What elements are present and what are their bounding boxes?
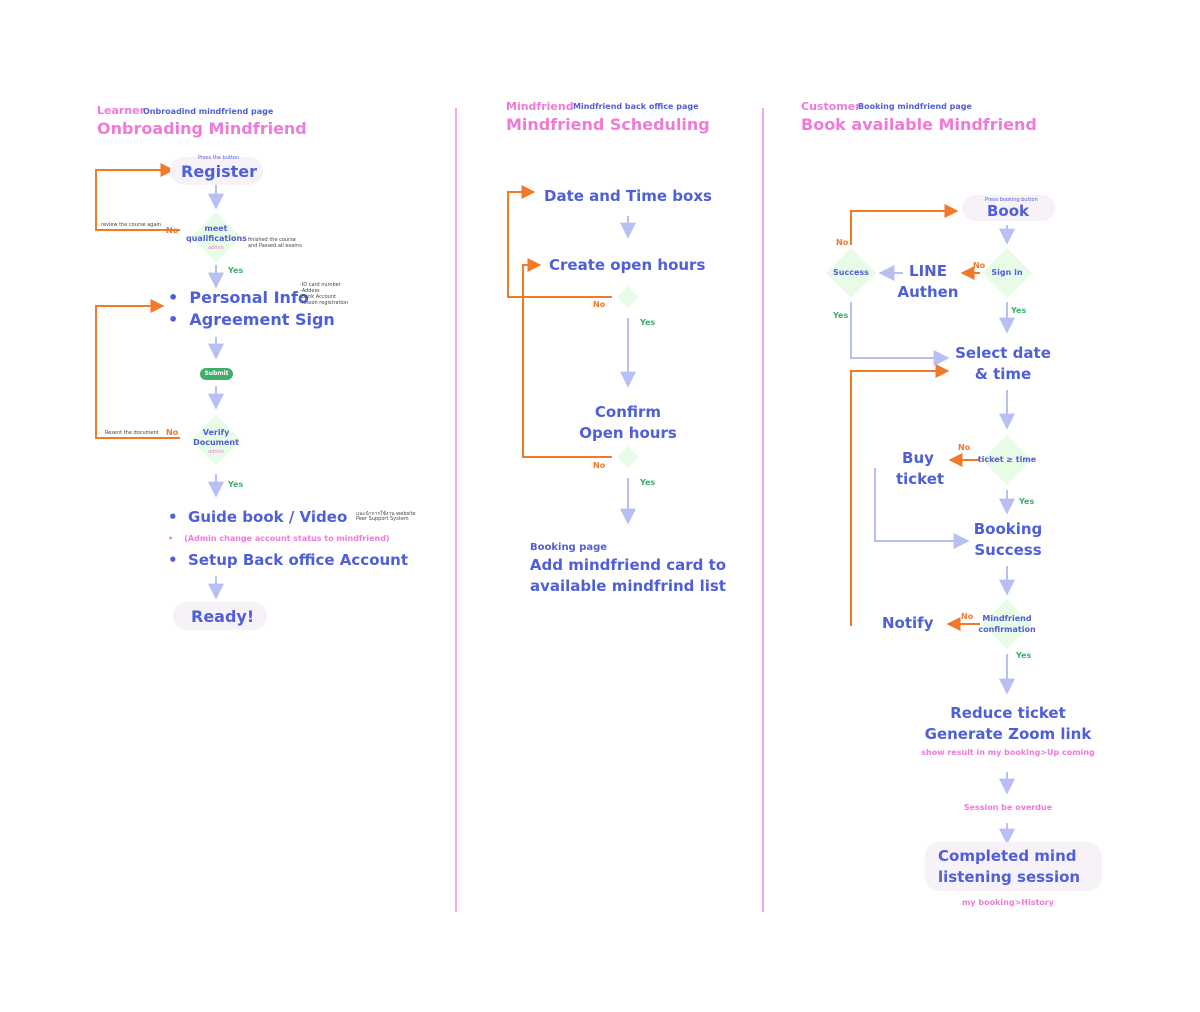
booking-page-label: Booking page: [530, 542, 608, 553]
verify-line-1: Verify: [202, 428, 230, 437]
yes-label-7: Yes: [1019, 497, 1035, 506]
lane-page-mindfriend: Mindfriend back office page: [573, 102, 699, 111]
resent-note: Resent the document: [105, 430, 159, 436]
decision-diamond-confirm: [617, 446, 639, 468]
ready-node: Ready!: [191, 607, 255, 626]
qualifications-line-2: qualifications: [186, 234, 247, 243]
qualifications-line-1: meet: [204, 224, 228, 233]
yes-label-3: Yes: [640, 318, 656, 327]
ticket-check-node: ticket ≥ time: [977, 455, 1037, 464]
no-label-4: No: [593, 461, 606, 470]
add-card-line-2: available mindfrind list: [530, 577, 726, 595]
add-card-line-1: Add mindfriend card to: [529, 556, 727, 574]
submit-button[interactable]: Submit: [200, 368, 233, 380]
no-label-5: No: [836, 238, 849, 247]
guide-label: Guide book / Video: [188, 508, 348, 526]
no-label-8: No: [961, 612, 974, 621]
guide-note-1: แนะนำการใช้งาน website: [356, 511, 416, 517]
agreement-label: Agreement Sign: [189, 310, 335, 329]
admin-label: admin: [208, 245, 224, 251]
booking-success-2: Success: [974, 541, 1042, 559]
lane-title-customer: Book available Mindfriend: [801, 115, 1037, 134]
yes-label-5: Yes: [833, 311, 849, 320]
register-pill: [170, 157, 263, 185]
history-note: my booking>History: [962, 898, 1054, 907]
lane-role-customer: Customer: [801, 100, 861, 113]
info-note-4: -lesson registration: [300, 300, 349, 306]
decision-diamond-create: [617, 286, 639, 308]
verify-line-2: Document: [193, 438, 239, 447]
no-label-7: No: [958, 443, 971, 452]
reduce-line-2: Generate Zoom link: [924, 725, 1092, 743]
buy-ticket-2: ticket: [895, 470, 945, 488]
lane-page-learner: Onbroadind mindfriend page: [143, 107, 274, 116]
no-label-3: No: [593, 300, 606, 309]
completed-line-2: listening session: [938, 868, 1081, 886]
confirm-line-2: Open hours: [579, 424, 677, 442]
book-node: Book: [987, 202, 1030, 220]
lane-role-mindfriend: Mindfriend: [506, 100, 574, 113]
decision-diamond-verify: [191, 415, 241, 465]
lane-title-learner: Onbroading Mindfriend: [97, 119, 307, 138]
decision-diamond-success: [826, 248, 876, 298]
notify-node: Notify: [882, 614, 934, 632]
setup-label: Setup Back office Account: [188, 551, 409, 569]
sign-in-node: Sign in: [991, 268, 1023, 277]
buy-ticket-1: Buy: [902, 449, 934, 467]
lane-title-mindfriend: Mindfriend Scheduling: [506, 115, 710, 134]
decision-diamond-sign-in: [982, 248, 1032, 298]
yes-label-8: Yes: [1016, 651, 1032, 660]
press-booking-hint: Press booking button: [985, 197, 1038, 203]
yes-label-4: Yes: [640, 478, 656, 487]
book-pill: [962, 195, 1055, 221]
lane-role-learner: Learner: [97, 104, 146, 117]
no-label-6: No: [973, 261, 986, 270]
create-open-node: Create open hours: [549, 256, 706, 274]
confirm-line-1: Confirm: [594, 403, 662, 421]
select-date-1: Select date: [955, 344, 1051, 362]
reduce-line-1: Reduce ticket: [950, 704, 1066, 722]
mf-confirm-2: confirmation: [978, 625, 1036, 634]
completed-pill: [925, 842, 1102, 891]
guide-note-2: Peer Support System: [356, 516, 409, 522]
mf-confirm-1: Mindfriend: [982, 614, 1032, 623]
bullet-admin-change: • (Admin change account status to mindfr…: [168, 534, 390, 543]
admin-change-label: (Admin change account status to mindfrie…: [184, 534, 390, 543]
completed-line-1: Completed mind: [938, 847, 1077, 865]
yes-label-6: Yes: [1011, 306, 1027, 315]
personal-info-label: Personal Info: [189, 288, 309, 307]
qualifications-note-1: finished the course: [248, 237, 296, 243]
info-note-3: -Bank Account: [300, 294, 336, 300]
bullet-personal-info: • Personal Info: [168, 288, 309, 307]
yes-label-2: Yes: [228, 480, 244, 489]
qualifications-note-2: and Passed all exams: [248, 243, 302, 249]
no-label-2: No: [166, 428, 179, 437]
decision-diamond-qualifications: [191, 212, 241, 262]
admin-label-2: admin: [208, 449, 224, 455]
line-authen-1: LINE: [909, 262, 947, 280]
line-authen-2: Authen: [897, 283, 959, 301]
overdue-note: Session be overdue: [963, 803, 1053, 812]
bullet-guide: • Guide book / Video: [168, 508, 348, 526]
decision-diamond-mf-confirm: [982, 599, 1032, 649]
select-date-2: & time: [974, 365, 1032, 383]
date-time-node: Date and Time boxs: [544, 187, 712, 205]
no-label: No: [166, 226, 179, 235]
info-note-2: -Addess: [300, 288, 320, 294]
show-result-note: show result in my booking>Up coming: [921, 748, 1095, 757]
success-node: Success: [833, 268, 869, 277]
register-node: Register: [181, 162, 258, 181]
decision-diamond-ticket: [982, 435, 1032, 485]
lane-page-customer: Booking mindfriend page: [858, 102, 972, 111]
booking-success-1: Booking: [973, 520, 1043, 538]
review-note: review the course again: [101, 222, 162, 228]
bullet-setup: • Setup Back office Account: [168, 551, 409, 569]
press-hint: Press the button: [198, 155, 240, 161]
info-note-1: -ID card number: [300, 282, 341, 288]
ready-pill: [173, 602, 267, 630]
yes-label: Yes: [228, 266, 244, 275]
bullet-agreement: • Agreement Sign: [168, 310, 335, 329]
